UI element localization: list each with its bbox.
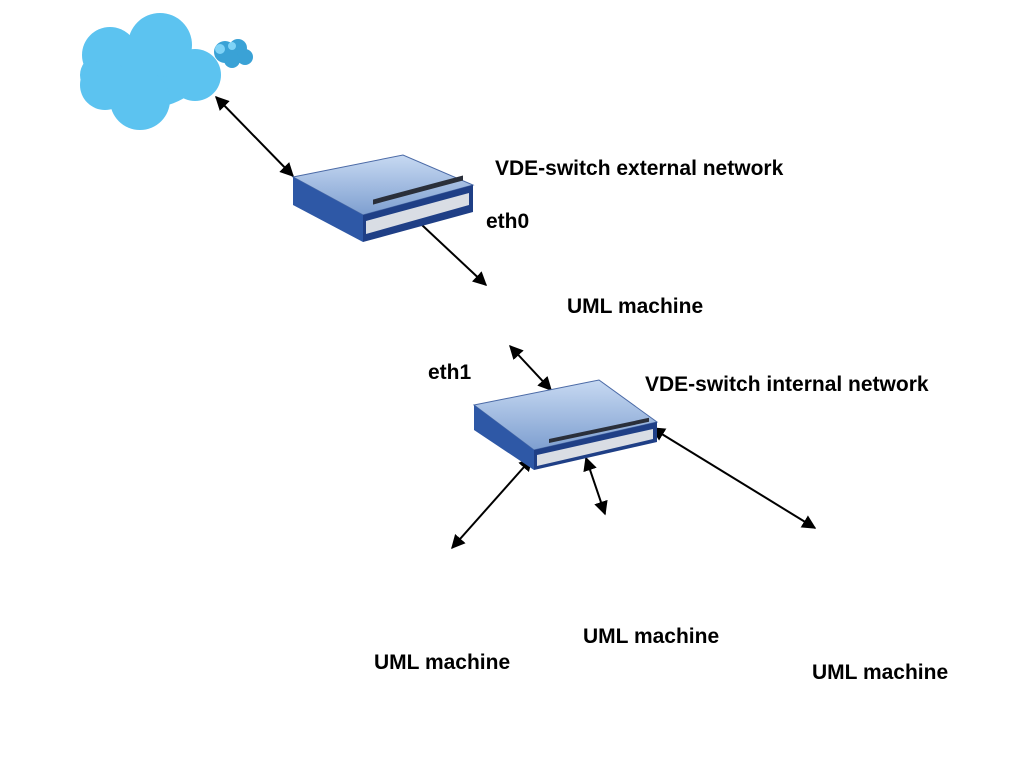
- internal-switch-label: VDE-switch internal network: [645, 373, 929, 396]
- uml-middle-label: UML machine: [583, 625, 720, 648]
- link-internal-to-middle-uml: [583, 456, 608, 516]
- eth1-label: eth1: [428, 361, 472, 384]
- link-cloud-to-external-switch: [215, 95, 294, 178]
- external-switch-label: VDE-switch external network: [495, 157, 784, 180]
- uml-right-label: UML machine: [812, 661, 949, 684]
- uml-main-label: UML machine: [567, 295, 704, 318]
- internet-cloud-icon: [80, 13, 253, 130]
- uml-left-label: UML machine: [374, 651, 511, 674]
- link-internal-to-right-uml: [650, 427, 817, 529]
- external-switch-icon: [291, 154, 475, 242]
- link-eth1: [509, 344, 552, 392]
- internal-switch-icon: [472, 379, 659, 470]
- eth0-label: eth0: [486, 210, 530, 233]
- link-internal-to-left-uml: [451, 456, 533, 550]
